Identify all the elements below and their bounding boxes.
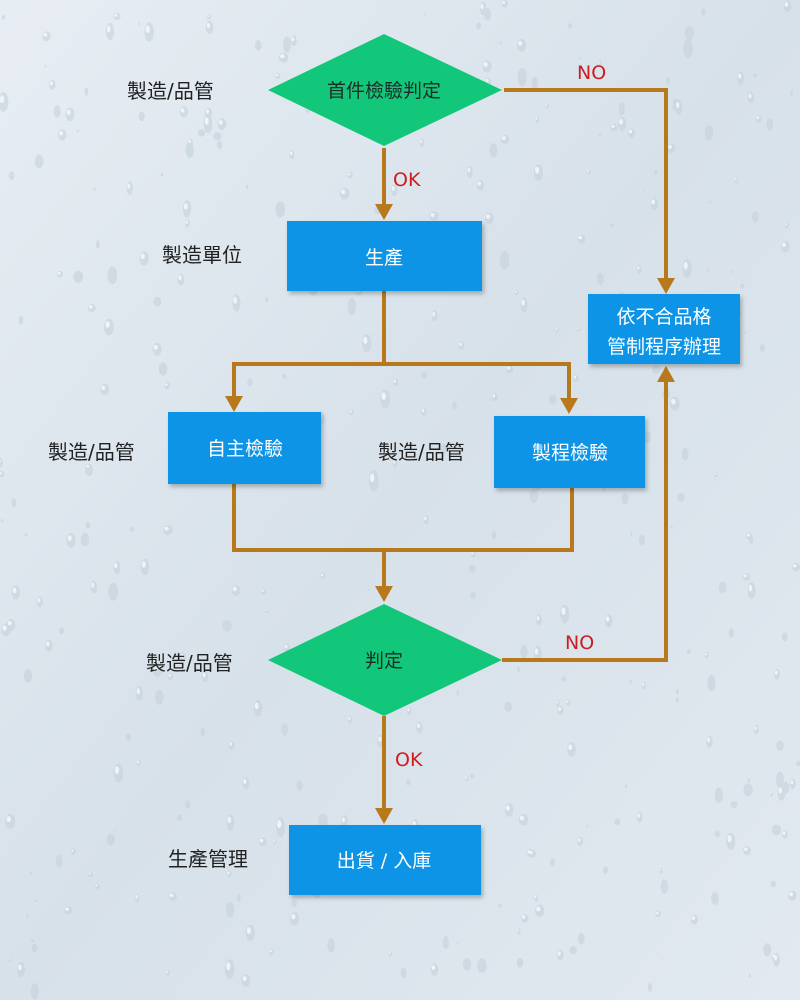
decision-judgment-label: 判定: [365, 650, 403, 672]
arrowhead-production: [375, 204, 393, 220]
process-nonconforming-line1: 依不合品格: [616, 306, 711, 328]
role-label-ship: 生產管理: [168, 847, 248, 871]
arrowhead-ship: [375, 808, 393, 824]
connector-first-no: [504, 88, 668, 278]
arrowhead-self-inspection: [225, 396, 243, 412]
decision-first-inspection-label: 首件檢驗判定: [327, 80, 441, 102]
process-nonconforming-line2: 管制程序辦理: [607, 336, 721, 358]
process-ship-warehouse-label: 出貨 / 入庫: [337, 850, 431, 872]
edge-label-no-first: NO: [577, 62, 606, 84]
process-production: 生產: [287, 221, 482, 291]
connector-process-merge: [382, 488, 574, 586]
connectors: [225, 88, 675, 824]
role-label-judgment: 製造/品管: [146, 651, 233, 675]
role-label-first-inspection: 製造/品管: [127, 79, 214, 103]
connector-split-right: [384, 362, 571, 398]
decision-judgment: 判定: [268, 604, 502, 716]
arrowhead-nonconform-bottom: [657, 366, 675, 382]
role-label-self-inspection: 製造/品管: [48, 440, 135, 464]
process-production-label: 生產: [365, 247, 403, 269]
edge-label-ok-judgment: OK: [395, 749, 423, 771]
process-nonconforming: 依不合品格 管制程序辦理: [588, 294, 740, 364]
connector-production-split: [232, 290, 386, 396]
process-self-inspection: 自主檢驗: [168, 412, 321, 484]
process-process-inspection-label: 製程檢驗: [532, 442, 608, 464]
arrowhead-judgment: [375, 586, 393, 602]
connector-self-merge: [232, 484, 384, 552]
edge-label-ok-first: OK: [393, 169, 421, 191]
role-label-production: 製造單位: [162, 243, 242, 267]
connector-judgment-no: [502, 382, 668, 662]
edge-label-no-judgment: NO: [565, 632, 594, 654]
role-label-process-inspection: 製造/品管: [378, 440, 465, 464]
arrowhead-process-inspection: [560, 398, 578, 414]
decision-first-inspection: 首件檢驗判定: [268, 34, 502, 146]
arrowhead-nonconform-top: [657, 278, 675, 294]
process-self-inspection-label: 自主檢驗: [207, 438, 283, 460]
process-process-inspection: 製程檢驗: [494, 416, 645, 488]
process-ship-warehouse: 出貨 / 入庫: [289, 825, 481, 895]
